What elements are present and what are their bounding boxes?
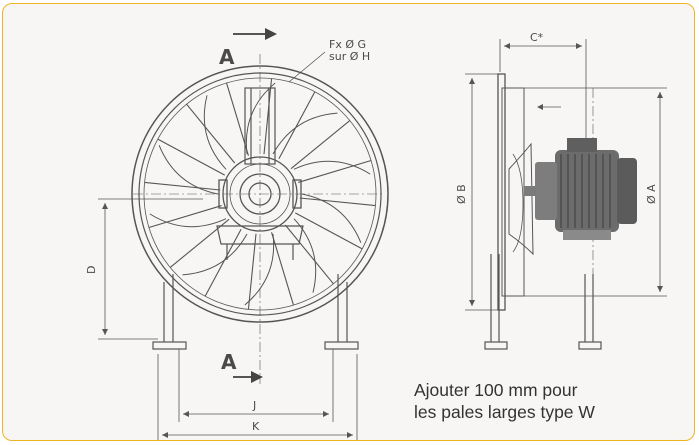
guard-spoke (186, 103, 236, 164)
technical-drawing: A A Fx Ø G sur Ø H D J K (85, 28, 667, 440)
dim-B (465, 73, 500, 311)
section-label-top: A (219, 45, 235, 69)
dim-B-label: Ø B (455, 184, 468, 204)
guard-spoke (157, 138, 226, 176)
motor-side (524, 138, 637, 240)
dim-J (178, 349, 334, 422)
guard-spoke (290, 120, 351, 170)
fan-blades (149, 82, 371, 306)
guard-spoke (299, 197, 376, 207)
guard-spoke (204, 228, 242, 297)
motor-front (218, 156, 302, 232)
dim-J-label: J (252, 399, 256, 412)
front-support (152, 274, 359, 350)
fan-blade (149, 213, 227, 228)
guard-spoke (169, 218, 230, 268)
dim-K-label: K (252, 420, 260, 433)
blade-note: Ajouter 100 mm pour les pales larges typ… (414, 379, 595, 423)
hole-note-line2: sur Ø H (329, 50, 370, 63)
fan-blade (182, 233, 248, 276)
front-view (98, 28, 389, 440)
section-label-bottom: A (221, 350, 237, 374)
guard-spoke (144, 181, 221, 191)
blade-note-line1: Ajouter 100 mm pour (414, 380, 578, 400)
guard-spoke (247, 233, 257, 310)
dim-C-label: C* (530, 31, 544, 44)
guard-spoke (294, 212, 363, 250)
dim-K (157, 354, 358, 440)
fan-blade (244, 233, 275, 306)
guard-spoke (298, 160, 372, 183)
fan-blade (272, 112, 338, 155)
guard-spoke (263, 78, 273, 155)
fan-blade (293, 160, 371, 175)
section-arrow-top (233, 28, 277, 40)
drawing-frame: A A Fx Ø G sur Ø H D J K (2, 3, 695, 441)
guard-spoke (284, 224, 334, 285)
section-arrow-bottom (233, 371, 263, 383)
guard-spoke (278, 91, 316, 160)
guard-spoke (271, 232, 294, 306)
dim-A (524, 87, 667, 297)
fan-blade (293, 218, 317, 293)
dim-D-label: D (85, 266, 98, 274)
fan-blade (158, 145, 219, 195)
dim-C (499, 39, 587, 144)
dim-D (98, 198, 203, 340)
hole-note-line1: Fx Ø G (329, 38, 366, 51)
fan-blade (203, 95, 227, 170)
dim-A-label: Ø A (645, 184, 658, 204)
blade-note-line2: les pales larges type W (414, 402, 595, 422)
guard-spoke (148, 205, 222, 228)
fan-blade (301, 193, 362, 243)
